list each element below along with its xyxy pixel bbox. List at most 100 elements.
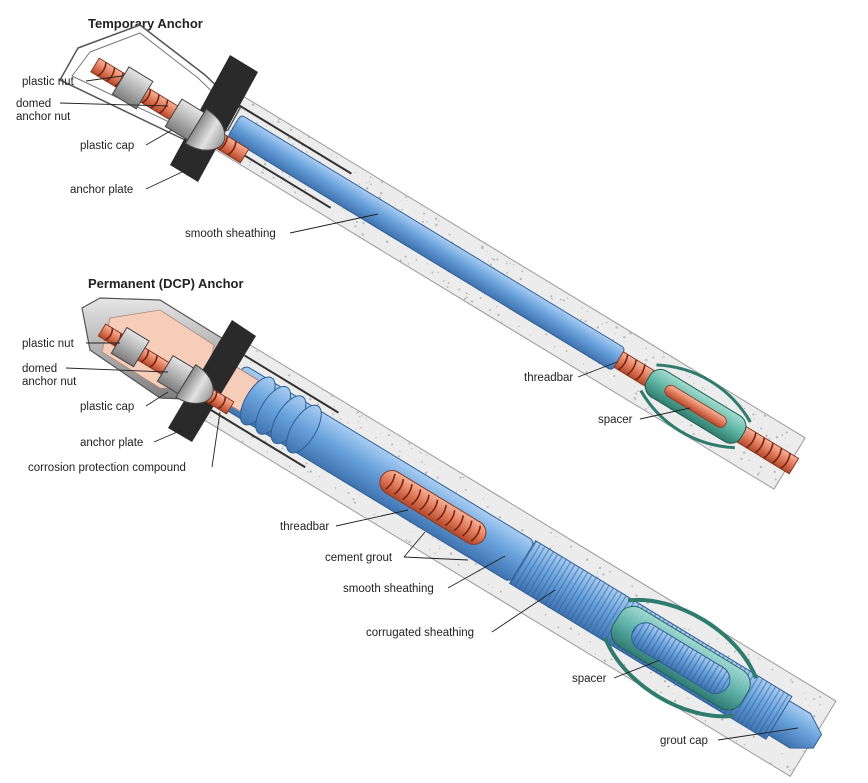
temporary-label-domed-2: anchor nut — [16, 111, 71, 123]
grout-speck — [551, 298, 553, 300]
grout-speck — [557, 626, 559, 628]
grout-speck — [577, 633, 580, 636]
grout-speck — [421, 461, 423, 464]
grout-speck — [658, 596, 660, 598]
grout-speck — [355, 412, 358, 415]
grout-speck — [590, 372, 592, 374]
grout-speck — [481, 245, 484, 249]
permanent-label-grout-cap: grout cap — [660, 735, 708, 747]
grout-speck — [669, 409, 672, 411]
grout-speck — [555, 536, 557, 538]
grout-speck — [559, 298, 562, 301]
grout-speck — [623, 336, 626, 339]
grout-speck — [465, 292, 468, 295]
grout-speck — [586, 310, 588, 313]
grout-speck — [404, 196, 407, 199]
grout-speck — [425, 454, 428, 456]
grout-speck — [707, 642, 710, 645]
grout-speck — [743, 744, 746, 746]
grout-speck — [614, 333, 616, 335]
grout-speck — [291, 126, 293, 128]
grout-speck — [434, 552, 436, 554]
grout-speck — [513, 263, 515, 265]
permanent-plastic-nut — [110, 326, 150, 368]
grout-speck — [347, 422, 349, 424]
grout-speck — [378, 196, 382, 199]
grout-speck — [645, 358, 648, 362]
grout-speck — [534, 600, 537, 602]
grout-speck — [407, 263, 410, 265]
grout-speck — [413, 531, 415, 532]
grout-speck — [609, 372, 611, 374]
permanent-threadbar — [385, 473, 482, 542]
grout-speck — [306, 151, 308, 153]
grout-speck — [635, 594, 638, 597]
grout-speck — [241, 440, 244, 443]
grout-speck — [360, 426, 362, 429]
grout-speck — [408, 442, 411, 445]
grout-speck — [342, 208, 344, 210]
grout-speck — [505, 262, 508, 265]
permanent-spacer — [603, 597, 759, 719]
grout-speck — [446, 286, 449, 289]
grout-speck — [734, 650, 736, 653]
grout-speck — [398, 455, 400, 458]
grout-speck — [773, 470, 776, 473]
grout-speck — [395, 202, 396, 204]
grout-speck — [496, 305, 498, 308]
grout-speck — [375, 437, 377, 439]
permanent-label-domed-1: domed — [22, 363, 57, 375]
grout-speck — [434, 217, 438, 220]
grout-speck — [613, 374, 616, 377]
grout-speck — [457, 563, 460, 566]
grout-speck — [394, 187, 396, 190]
grout-speck — [728, 458, 730, 460]
grout-speck — [272, 121, 274, 123]
grout-speck — [380, 180, 384, 183]
grout-speck — [489, 263, 493, 266]
temporary-assembly — [200, 89, 806, 490]
grout-speck — [596, 572, 598, 574]
grout-speck — [468, 293, 470, 295]
grout-speck — [496, 258, 499, 261]
grout-speck — [499, 590, 502, 593]
grout-speck — [805, 698, 807, 700]
grout-speck — [307, 471, 309, 473]
grout-speck — [442, 279, 445, 282]
grout-speck — [519, 277, 522, 281]
grout-speck — [690, 424, 693, 427]
temporary-smooth-sheathing — [228, 115, 625, 370]
grout-speck — [321, 388, 324, 391]
grout-speck — [288, 374, 291, 377]
grout-speck — [491, 258, 494, 260]
grout-speck — [415, 258, 418, 261]
grout-speck — [350, 505, 351, 507]
grout-speck — [209, 416, 212, 418]
grout-speck — [760, 427, 763, 430]
grout-speck — [808, 704, 810, 706]
grout-speck — [781, 434, 784, 436]
grout-speck — [571, 361, 573, 363]
grout-speck — [331, 154, 333, 156]
grout-speck — [759, 465, 762, 469]
grout-speck — [365, 417, 367, 419]
grout-speck — [439, 466, 441, 468]
grout-speck — [550, 295, 553, 298]
grout-speck — [744, 407, 746, 410]
grout-speck — [339, 418, 342, 421]
grout-speck — [757, 473, 760, 476]
temporary-label-plastic-nut: plastic nut — [22, 76, 75, 88]
grout-speck — [581, 307, 583, 309]
grout-speck — [479, 297, 482, 300]
grout-speck — [404, 255, 407, 258]
grout-speck — [725, 404, 727, 406]
permanent-label-corrugated-sheathing: corrugated sheathing — [366, 627, 474, 639]
grout-speck — [645, 408, 648, 411]
grout-speck — [436, 476, 439, 479]
grout-speck — [305, 462, 308, 465]
grout-speck — [585, 558, 589, 561]
grout-speck — [431, 271, 434, 274]
grout-speck — [565, 350, 568, 352]
